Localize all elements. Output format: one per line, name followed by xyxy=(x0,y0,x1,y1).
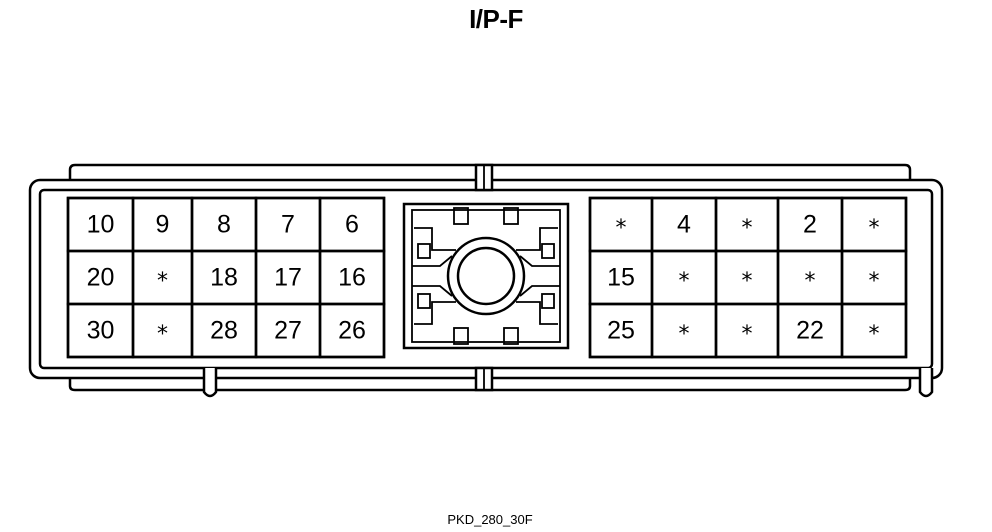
center-key-section xyxy=(402,202,570,350)
pin-unused-marker: * xyxy=(157,322,168,347)
figure-caption: PKD_280_30F xyxy=(447,512,533,527)
pin-number: 20 xyxy=(87,264,115,292)
pin-unused-marker: * xyxy=(869,322,880,347)
pin-unused-marker: * xyxy=(679,269,690,294)
pin-unused-marker: * xyxy=(869,216,880,241)
pin-number: 30 xyxy=(87,317,115,345)
pin-number: 22 xyxy=(796,317,824,345)
pin-number: 10 xyxy=(87,211,115,239)
right-pin-block: * 4 * 2 * 15 * * * * 25 * * 22 * xyxy=(588,196,908,359)
pin-unused-marker: * xyxy=(742,269,753,294)
connector-title: I/P-F xyxy=(469,4,523,34)
pin-number: 25 xyxy=(607,317,635,345)
pin-number: 17 xyxy=(274,264,302,292)
pin-number: 8 xyxy=(217,211,231,239)
pin-unused-marker: * xyxy=(869,269,880,294)
pin-number: 26 xyxy=(338,317,366,345)
pin-number: 28 xyxy=(210,317,238,345)
pin-number: 18 xyxy=(210,264,238,292)
pin-number: 9 xyxy=(156,211,170,239)
pin-number: 7 xyxy=(281,211,295,239)
pin-number: 16 xyxy=(338,264,366,292)
pin-unused-marker: * xyxy=(742,322,753,347)
pin-number: 4 xyxy=(677,211,691,239)
pin-unused-marker: * xyxy=(616,216,627,241)
pin-unused-marker: * xyxy=(679,322,690,347)
pin-cell xyxy=(840,302,908,359)
center-boss-inner xyxy=(456,246,516,306)
pin-number: 15 xyxy=(607,264,635,292)
pin-number: 2 xyxy=(803,211,817,239)
center-boss xyxy=(446,236,526,316)
pin-cell xyxy=(318,302,386,359)
pin-unused-marker: * xyxy=(742,216,753,241)
latch-tab-left xyxy=(202,368,218,398)
left-pin-block: 10 9 8 7 6 20 * 18 17 16 30 * 28 27 26 xyxy=(66,196,386,359)
latch-tab-right xyxy=(918,368,934,398)
pin-unused-marker: * xyxy=(157,269,168,294)
pin-unused-marker: * xyxy=(805,269,816,294)
pin-number: 27 xyxy=(274,317,302,345)
pin-number: 6 xyxy=(345,211,359,239)
